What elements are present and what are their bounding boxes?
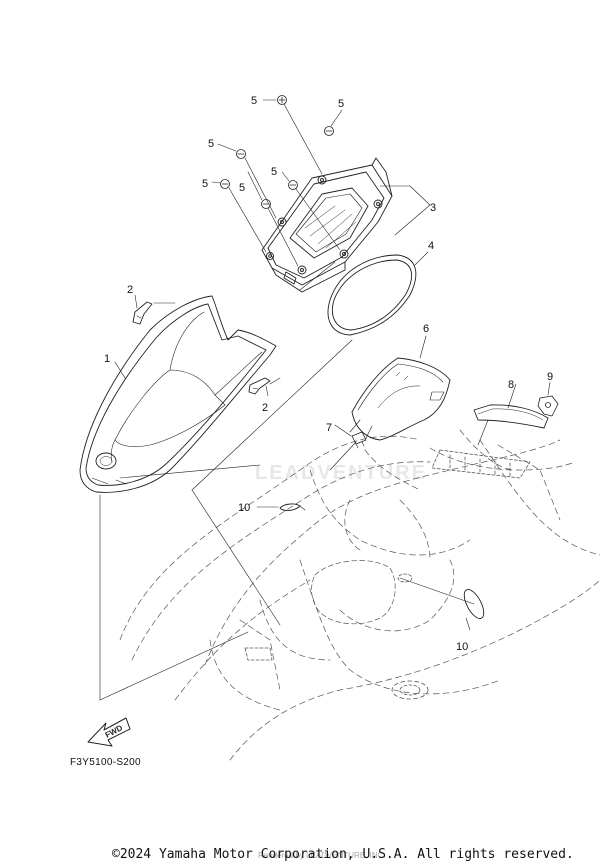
callout-5-left: 5	[202, 178, 208, 190]
hull-rear-grille	[431, 449, 531, 479]
storage-cover-assembly	[261, 157, 393, 293]
hull-port-inner	[399, 684, 421, 696]
front-cover	[79, 295, 277, 493]
callout-6: 6	[423, 323, 429, 335]
callout-2-upper: 2	[127, 284, 133, 296]
rear-lid	[473, 404, 549, 429]
callout-5-top-left: 5	[251, 95, 257, 107]
hull-port-ellipse	[391, 680, 429, 700]
callout-3: 3	[430, 202, 436, 214]
callout-5-center-left: 5	[239, 182, 245, 194]
hull-deck-outline	[119, 429, 600, 761]
callout-10-left: 10	[238, 502, 250, 514]
callout-1: 1	[104, 353, 110, 365]
figure-code: F3Y5100-S200	[70, 757, 141, 768]
copyright-notice: ©2024 Yamaha Motor Corporation, U.S.A. A…	[112, 847, 574, 862]
clips	[132, 301, 271, 395]
callout-5-center: 5	[271, 166, 277, 178]
watermark: LEADVENTURE	[255, 462, 428, 484]
grommets	[279, 503, 485, 619]
callout-2-lower: 2	[262, 402, 268, 414]
callout-10-right: 10	[456, 641, 468, 653]
seal-ring	[327, 254, 417, 336]
callout-4: 4	[428, 240, 434, 252]
seat-opening	[311, 560, 396, 625]
fastener-7	[351, 431, 367, 449]
callout-5-top-right: 5	[338, 98, 344, 110]
callout-7: 7	[326, 422, 332, 434]
latch-9	[537, 395, 559, 417]
callout-9: 9	[547, 371, 553, 383]
inner-cover	[349, 357, 451, 441]
rendered-by-note: Rendered by LEADVENTURE, INC.	[258, 851, 386, 860]
fwd-arrow	[87, 717, 131, 747]
callout-8: 8	[508, 379, 514, 391]
hull-vent-hatch	[244, 647, 273, 661]
callouts: 1 2 2 3 4 5 5 5 5 5 5 6 7 8 9 10 10	[104, 95, 553, 653]
callout-5-mid-left: 5	[208, 138, 214, 150]
hull-vent-round	[397, 573, 413, 583]
leader-lines	[99, 99, 551, 701]
bolts	[220, 95, 334, 209]
